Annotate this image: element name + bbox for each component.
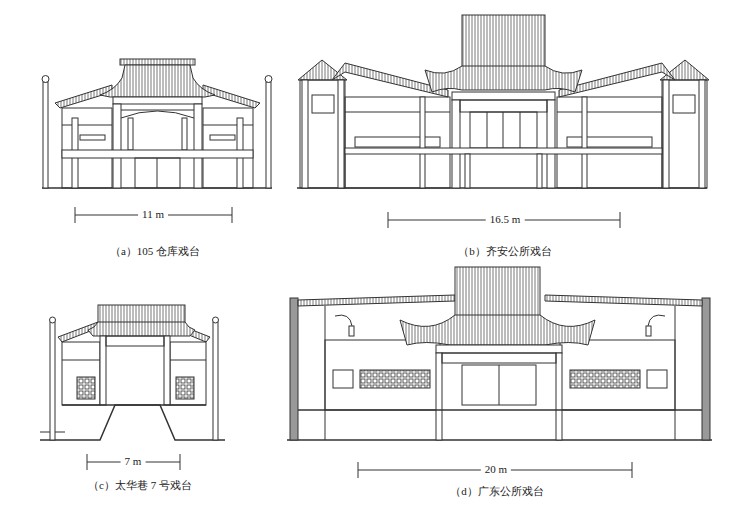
dimension-label: 16.5 m	[486, 213, 525, 226]
figure-caption: （c）太华巷 7 号戏台	[88, 479, 192, 492]
elevation-d	[287, 267, 712, 440]
dimension-label: 7 m	[121, 455, 146, 468]
figure-caption: （a）105 仓库戏台	[110, 245, 200, 258]
dimension-label: 11 m	[138, 208, 168, 221]
figure-caption: （b）齐安公所戏台	[458, 245, 552, 258]
elevation-c	[40, 305, 225, 440]
elevation-b	[297, 15, 709, 188]
dimension-label: 20 m	[481, 463, 511, 476]
elevation-a	[42, 59, 272, 188]
figure-caption: （d）广东公所戏台	[450, 485, 544, 498]
